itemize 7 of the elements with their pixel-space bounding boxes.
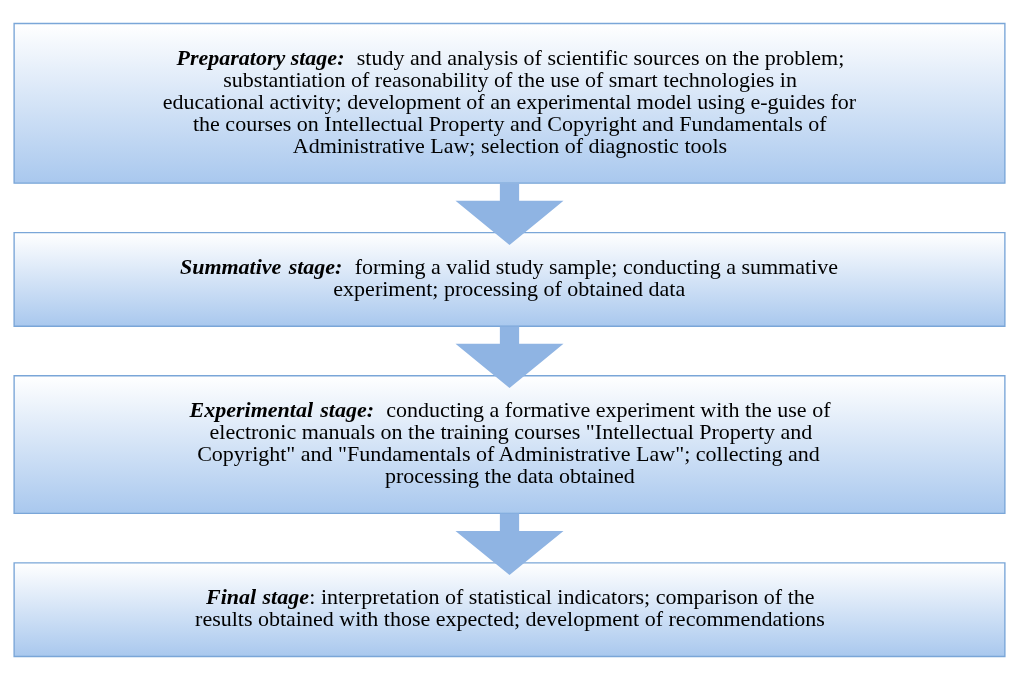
arrow: [455, 512, 564, 575]
node-box: Preparatory stage: study and analysis of scientific sources on the problem; substantiation of reasonability of the use of smart technologies in educational activity; development of an experimental model using e-guides for the courses on Intellectual Property and Copyright and Fundamentals of Administrative Law; selection of diagnostic tools: [13, 22, 1006, 184]
node-box: Experimental stage: conducting a formative experiment with the use of electronic manuals on the training courses "Intellectual Property and Copyright" and "Fundamentals of Administrative Law"; collecting and processing the data obtained: [13, 374, 1006, 514]
arrow: [455, 182, 564, 245]
node-box: Summative stage: forming a valid study sample; conducting a summative experiment; processing of obtained data: [13, 231, 1006, 327]
node-box: Final stage: interpretation of statistical indicators; comparison of the results obtained with those expected; development of recommendations: [13, 561, 1006, 657]
arrow: [455, 326, 564, 388]
